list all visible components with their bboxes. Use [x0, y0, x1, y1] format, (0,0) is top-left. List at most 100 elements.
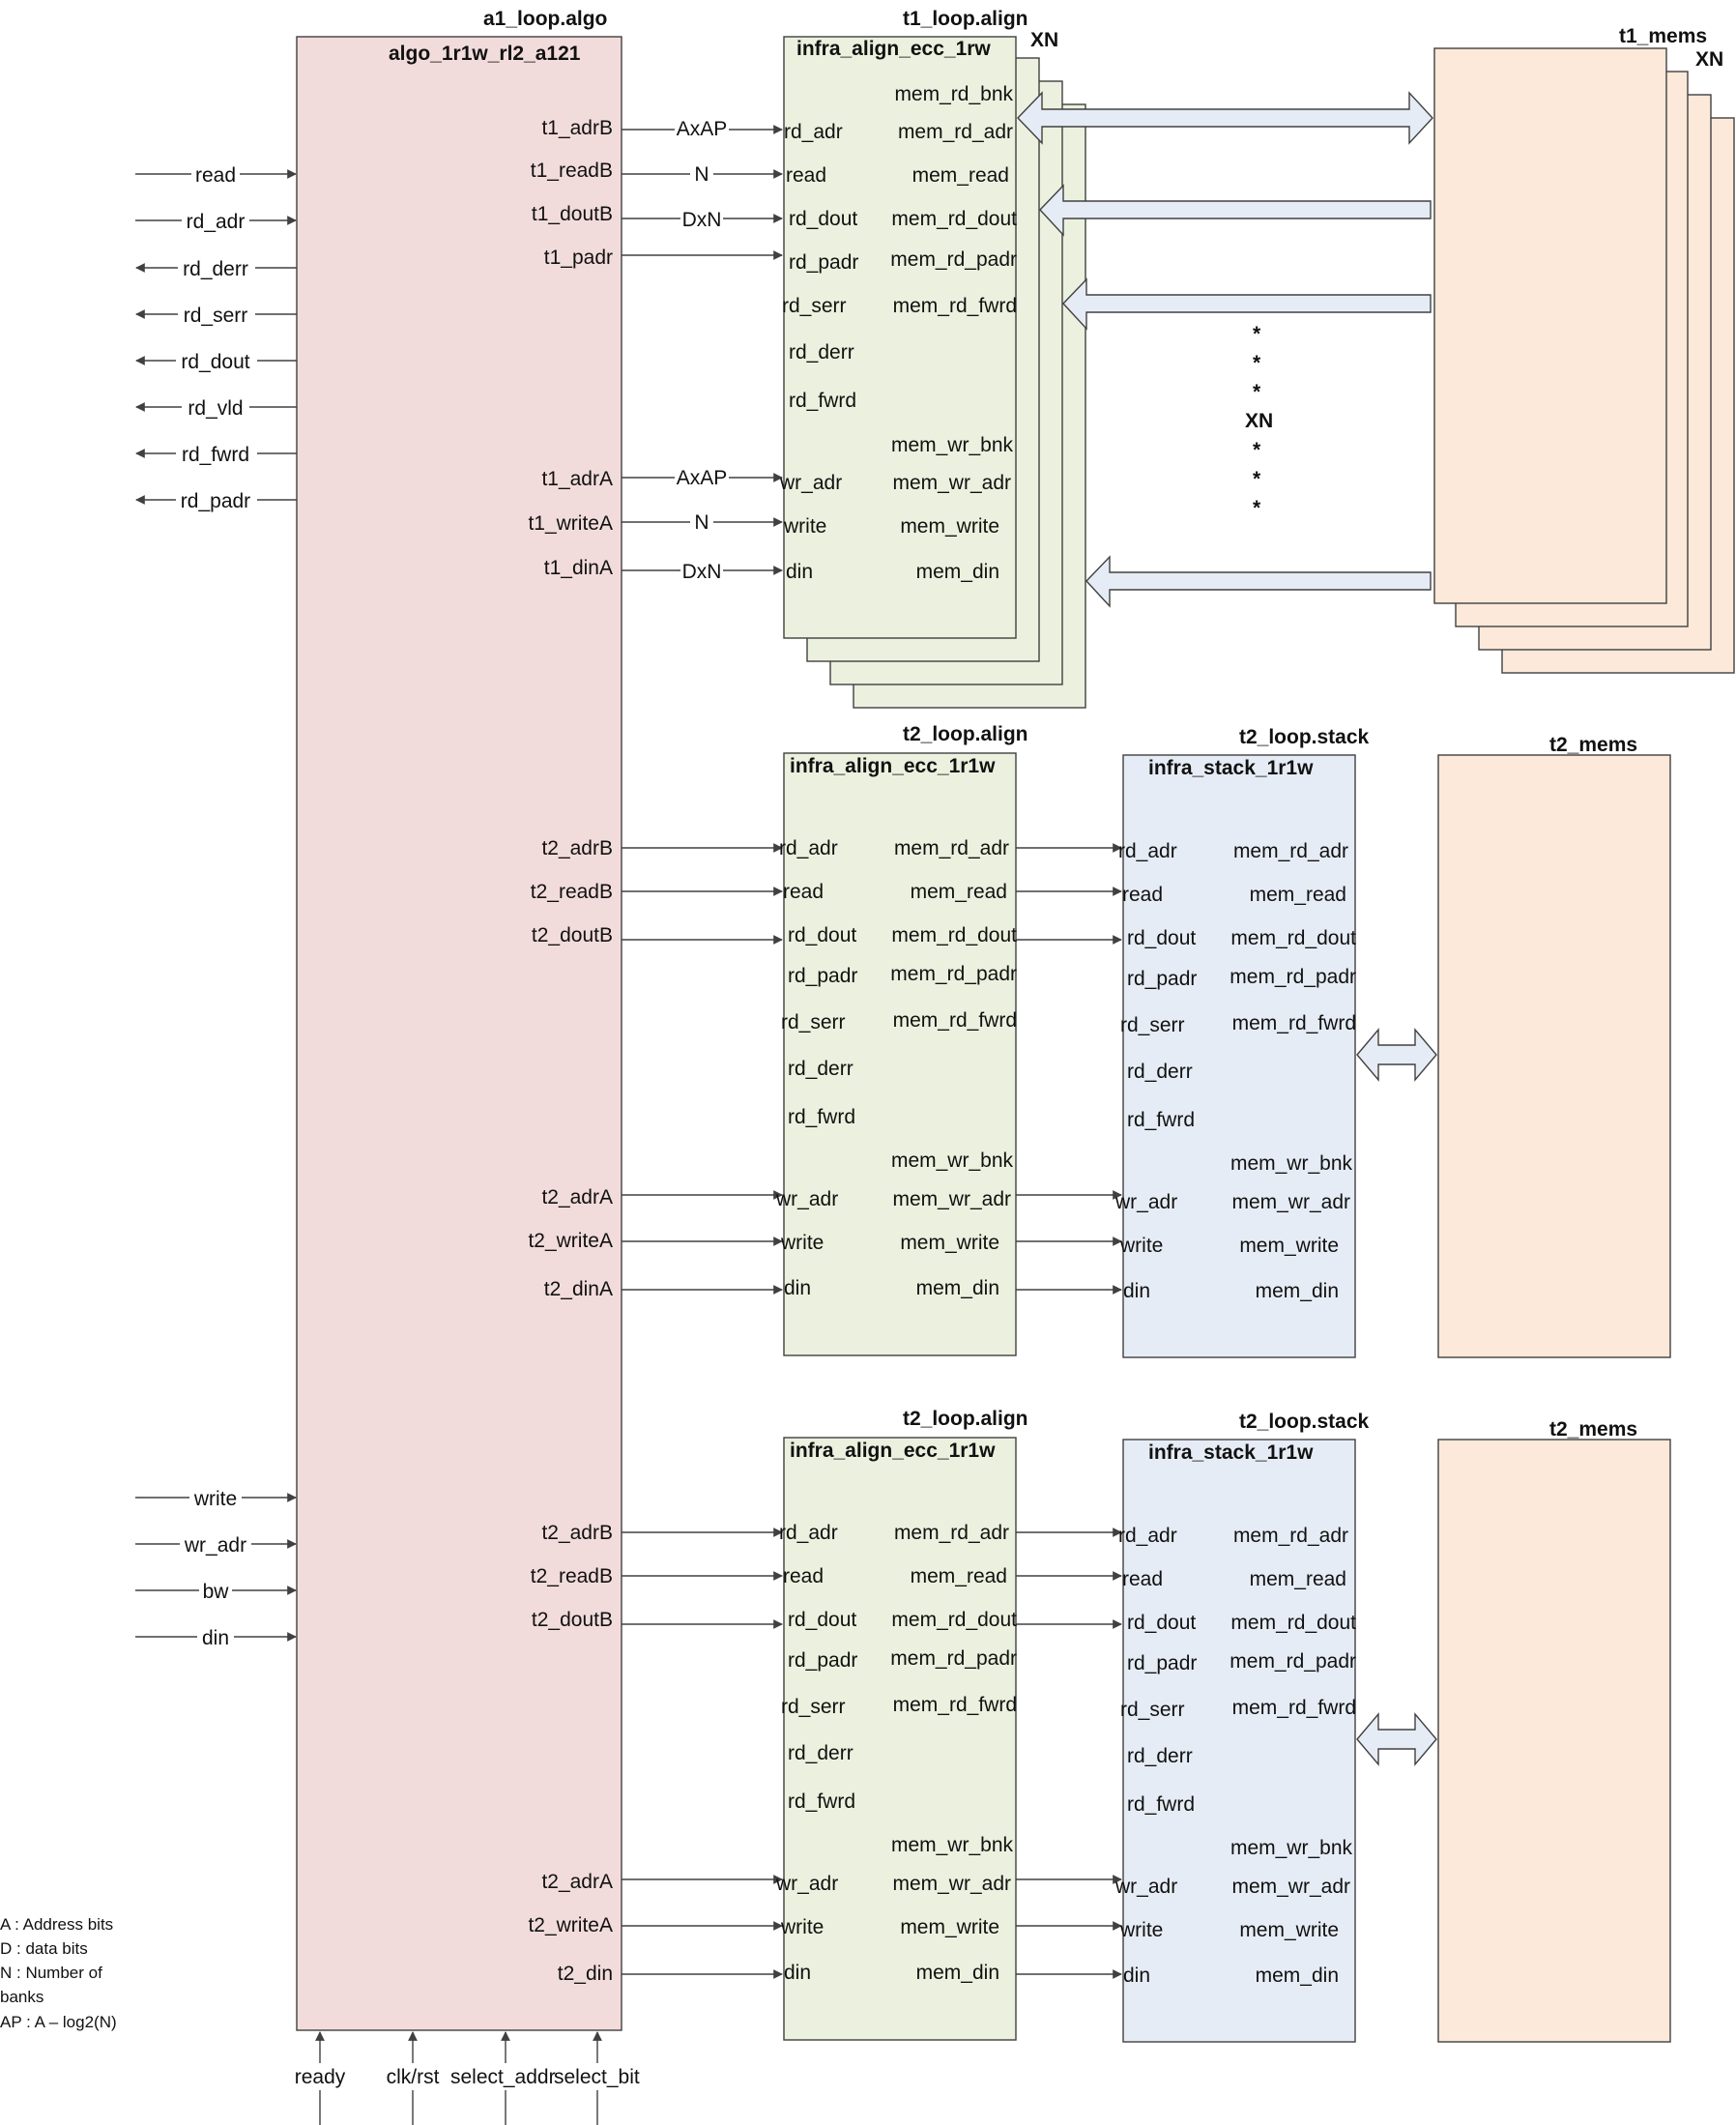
t2-stack-port: write	[1119, 1235, 1163, 1257]
t2-align-port: rd_serr	[781, 1011, 846, 1033]
t2-align-port: rd_fwrd	[788, 1790, 855, 1813]
t2-align-name-label: infra_align_ecc_1r1w	[790, 1440, 996, 1462]
t1-dout-bus-arrow	[1039, 184, 1432, 237]
t2-align-port: mem_wr_bnk	[891, 1834, 1014, 1856]
t1-align-path-label: t1_loop.align	[903, 8, 1028, 30]
t2-stack-name-label: infra_stack_1r1w	[1148, 1441, 1314, 1464]
bank-replication-dots: * * * XN * * *	[1245, 323, 1273, 519]
legend-line: D : data bits	[0, 1939, 88, 1958]
rd-fwrd-out-label: rd_fwrd	[182, 444, 249, 466]
t2-stack-port: mem_wr_adr	[1231, 1876, 1350, 1898]
t2-align-port: mem_rd_adr	[894, 837, 1009, 859]
t1-adrA-width: AxAP	[677, 467, 728, 489]
ready-label: ready	[295, 2066, 346, 2088]
t1-align-port: mem_rd_padr	[890, 248, 1017, 271]
left-io: read rd_adr rd_derr rd_serr rd_dout rd_v…	[135, 162, 297, 1649]
t2-stack-port: rd_serr	[1120, 1699, 1185, 1721]
t2-align-path-label: t2_loop.align	[903, 723, 1028, 745]
wire-label-bg	[176, 349, 257, 372]
t1-adrB-label: t1_adrB	[541, 117, 613, 139]
t1-dinA-width: DxN	[682, 561, 722, 583]
t2-align-port: rd_fwrd	[788, 1106, 855, 1128]
t2-stack-port: rd_dout	[1127, 927, 1196, 949]
t1-align-port: din	[786, 561, 813, 583]
t1-align-port: rd_dout	[789, 208, 857, 230]
dot-2: *	[1253, 352, 1261, 374]
t2-stack-port: read	[1122, 884, 1163, 906]
t2-align-port: write	[780, 1232, 824, 1254]
t2-stack-port: wr_adr	[1114, 1876, 1177, 1898]
t2-stack-port: mem_rd_dout	[1230, 927, 1356, 949]
t1-align-port: wr_adr	[779, 472, 842, 494]
rd-padr-out-label: rd_padr	[181, 490, 250, 512]
t2-algo-write-port: t2_din	[558, 1963, 613, 1985]
t1-padr-label: t1_padr	[544, 247, 613, 269]
t2-stack-mem-arrow	[1356, 1712, 1437, 1766]
t2-align-port: wr_adr	[775, 1873, 838, 1895]
t2-algo-read-port: t2_doutB	[532, 924, 613, 946]
t2-align-port: mem_read	[911, 1565, 1007, 1587]
t2-align-port: mem_write	[900, 1916, 999, 1938]
t2-algo-read-port: t2_adrB	[541, 837, 613, 859]
t2-stack-port: mem_wr_adr	[1231, 1191, 1350, 1213]
t1-align-port: rd_adr	[784, 121, 843, 143]
dot-5: *	[1253, 468, 1261, 490]
wire-label-bg	[176, 442, 257, 465]
t2-algo-write-port: t2_dinA	[544, 1278, 613, 1300]
wire-label-bg	[178, 256, 255, 279]
legend-line: N : Number of	[0, 1964, 102, 1982]
t2-stack-port: wr_adr	[1114, 1191, 1177, 1213]
t2-align-port: mem_wr_bnk	[891, 1150, 1014, 1172]
t2-stack-port: mem_din	[1256, 1280, 1339, 1302]
t1-align-port: mem_wr_adr	[892, 472, 1011, 494]
bus-label-bg	[690, 510, 713, 532]
t2-stack-port: mem_write	[1239, 1919, 1339, 1941]
t2-align-path-label: t2_loop.align	[903, 1408, 1028, 1430]
t2-algo-read-port: t2_readB	[531, 1565, 613, 1587]
din-in-label: din	[202, 1627, 229, 1649]
t1-mems-label: t1_mems	[1619, 25, 1707, 47]
t1-write-connections: t1_adrA t1_writeA t1_dinA AxAP N DxN	[528, 466, 783, 583]
dot-1: *	[1253, 323, 1261, 345]
t2-align-block	[783, 1437, 1017, 2041]
t1-bus-arrows	[1017, 91, 1433, 608]
t2-align-port: mem_write	[900, 1232, 999, 1254]
wire-label-bg	[182, 209, 249, 232]
t2-stack-port: rd_derr	[1127, 1745, 1193, 1767]
t2-stack-port: mem_rd_fwrd	[1232, 1697, 1356, 1719]
t1-align-port: mem_rd_bnk	[894, 83, 1013, 105]
t2-algo-write-port: t2_adrA	[541, 1186, 613, 1208]
t2-align-port: mem_wr_adr	[892, 1873, 1011, 1895]
t2-stack-port: rd_padr	[1127, 1652, 1197, 1674]
t2-stack-port: mem_rd_dout	[1230, 1612, 1356, 1634]
t2-align-port: rd_adr	[779, 1522, 838, 1544]
t1-align-port: mem_rd_fwrd	[893, 295, 1017, 317]
t1-align-port: rd_derr	[789, 341, 854, 364]
wr-adr-in-label: wr_adr	[184, 1534, 246, 1557]
t2-align-port: rd_adr	[779, 837, 838, 859]
wire-label-bg	[199, 1579, 232, 1602]
t2-algo-read-port: t2_adrB	[541, 1522, 613, 1544]
t1-doutB-width: DxN	[682, 209, 722, 231]
t2-align-port: rd_derr	[788, 1058, 854, 1080]
wire-label-bg	[180, 1532, 251, 1556]
t1-align-port: mem_wr_bnk	[891, 434, 1014, 456]
t2-align-port: din	[784, 1962, 811, 1984]
write-in-label: write	[193, 1488, 237, 1510]
t1-adrB-width: AxAP	[677, 118, 728, 140]
t1-align-port: mem_read	[912, 164, 1009, 187]
t2-stack-path-label: t2_loop.stack	[1239, 1411, 1370, 1433]
t2-stack-port: rd_fwrd	[1127, 1109, 1195, 1131]
t1-align-port: mem_write	[900, 515, 999, 538]
t2-stack-port: mem_write	[1239, 1235, 1339, 1257]
t2-mems-block	[1437, 754, 1671, 1358]
t2-align-port: mem_rd_padr	[890, 963, 1017, 985]
t1-align-port: read	[786, 164, 826, 187]
t2-align-port: rd_serr	[781, 1696, 846, 1718]
bus-label-bg	[675, 466, 729, 487]
t2-stack-port: mem_read	[1250, 1568, 1346, 1590]
t1-align-port: mem_din	[916, 561, 999, 583]
t2-stack-port: rd_fwrd	[1127, 1793, 1195, 1816]
